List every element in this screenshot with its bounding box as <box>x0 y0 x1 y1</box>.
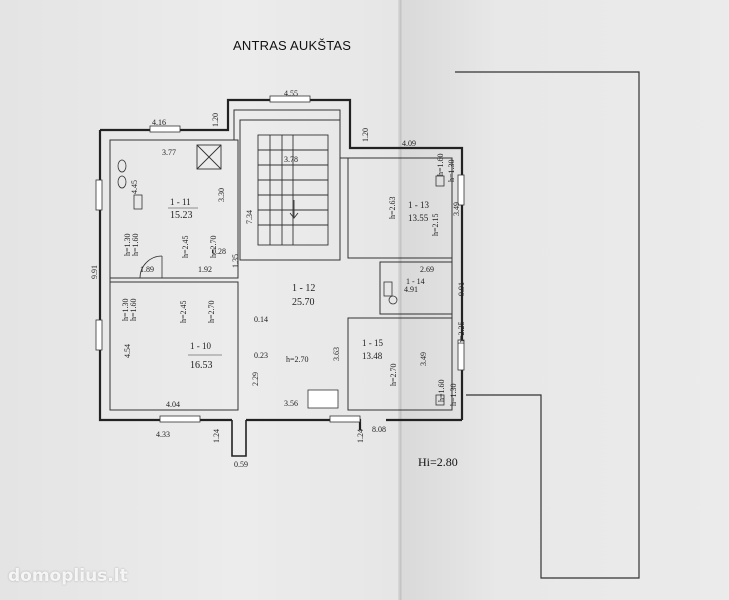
floor-title: ANTRAS AUKŠTAS <box>233 38 352 53</box>
room-id: 1 - 12 <box>292 283 315 294</box>
dim-label: h=1.30 <box>121 298 130 321</box>
room-area: 25.70 <box>292 297 315 308</box>
page-fold <box>398 0 402 600</box>
dim-label: 0.28 <box>212 247 226 256</box>
dim-label: h=2.70 <box>286 355 309 364</box>
dim-label: 4.55 <box>284 89 298 98</box>
room-id: 1 - 13 <box>408 200 429 210</box>
dim-label: 4.33 <box>156 430 170 439</box>
dim-label: 9.91 <box>90 265 99 279</box>
dim-label: 4.45 <box>130 180 139 194</box>
dim-label: h=1.30 <box>123 233 132 256</box>
fixtures <box>117 159 445 406</box>
shaft <box>196 144 222 170</box>
outer-walls <box>98 98 464 430</box>
dimension-labels: 4.16 1.20 4.55 1.20 4.09 3.77 4.45 3.30 … <box>90 89 466 469</box>
dim-label: 8.08 <box>372 425 386 434</box>
inner-wall-lines <box>109 109 453 411</box>
dim-label: 2.69 <box>420 265 434 274</box>
dim-label: 0.23 <box>254 351 268 360</box>
room-id: 1 - 15 <box>362 338 383 348</box>
dim-label: 4.04 <box>166 400 180 409</box>
dim-label: 0.14 <box>254 315 268 324</box>
windows <box>95 95 465 423</box>
dim-label: 1.24 <box>356 429 365 443</box>
dim-label: h=1.60 <box>437 379 446 402</box>
dim-label: 4.09 <box>402 139 416 148</box>
room-id: 1 - 10 <box>190 341 211 351</box>
dim-label: 3.30 <box>217 188 226 202</box>
dim-label: h=2.15 <box>431 213 440 236</box>
annex-outline <box>455 71 640 579</box>
dim-label: h=1.30 <box>449 383 458 406</box>
dim-label: h=1.30 <box>447 159 456 182</box>
entrance-wall <box>231 420 247 457</box>
dim-label: 3.49 <box>452 202 461 216</box>
dim-label: h=1.60 <box>131 233 140 256</box>
right-page <box>400 0 729 600</box>
dim-label: h=2.70 <box>207 300 216 323</box>
door-swing <box>139 255 163 279</box>
dim-label: 4.16 <box>152 118 166 127</box>
room-area: 15.23 <box>170 210 193 221</box>
dim-label: h=2.45 <box>181 235 190 258</box>
dim-label: 4.54 <box>123 344 132 358</box>
room-area: 4.91 <box>404 285 418 294</box>
dim-label: 3.56 <box>284 399 298 408</box>
dim-label: 7.34 <box>245 210 254 224</box>
dim-label: 1.89 <box>140 265 154 274</box>
dim-label: 2.29 <box>251 372 260 386</box>
dim-label: 1.24 <box>212 429 221 443</box>
room-area: 13.55 <box>408 213 429 223</box>
room-id: 1 - 11 <box>170 197 191 207</box>
stair <box>257 134 329 246</box>
dim-label: 0.59 <box>234 460 248 469</box>
dim-label: 3.78 <box>284 155 298 164</box>
room-id: 1 - 14 <box>406 277 425 286</box>
dim-label: 1.92 <box>198 265 212 274</box>
room-area: 16.53 <box>190 360 213 371</box>
room-area: 13.48 <box>362 351 383 361</box>
dim-label: 1.20 <box>211 113 220 127</box>
dim-label: h=2.70 <box>209 235 218 258</box>
dim-label: 1.20 <box>361 128 370 142</box>
dim-label: 9.91 <box>457 282 466 296</box>
watermark-logo: domoplius.lt <box>8 566 128 586</box>
dim-label: 1.35 <box>231 254 240 268</box>
room-labels: 1 - 11 15.23 1 - 10 16.53 1 - 12 25.70 1… <box>168 197 429 371</box>
dim-label: 3.49 <box>419 352 428 366</box>
dim-label: h=1.60 <box>436 153 445 176</box>
dim-label: h=2.70 <box>389 363 398 386</box>
dim-label: h=2.25 <box>457 321 466 344</box>
height-note: Hi=2.80 <box>418 455 458 469</box>
dim-label: h=2.63 <box>388 196 397 219</box>
dim-label: 3.63 <box>332 347 341 361</box>
dim-label: h=2.45 <box>179 300 188 323</box>
dim-label: h=1.60 <box>129 298 138 321</box>
dim-label: 3.77 <box>162 148 176 157</box>
